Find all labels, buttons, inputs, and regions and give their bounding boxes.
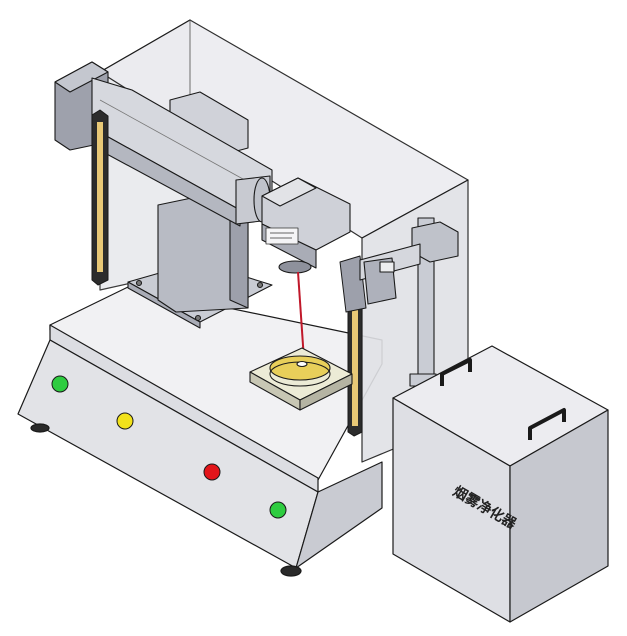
work-table <box>249 347 353 411</box>
laser-beam <box>297 271 305 361</box>
indicator-lights <box>51 375 287 519</box>
base-cabinet <box>17 286 383 577</box>
yellow-light <box>116 412 134 430</box>
green-light-2 <box>269 501 287 519</box>
fume-arm <box>359 217 459 389</box>
light-curtains <box>91 109 367 437</box>
green-light-1 <box>51 375 69 393</box>
red-light <box>203 463 221 481</box>
fume-purifier <box>392 345 609 623</box>
gear-part <box>269 355 331 381</box>
